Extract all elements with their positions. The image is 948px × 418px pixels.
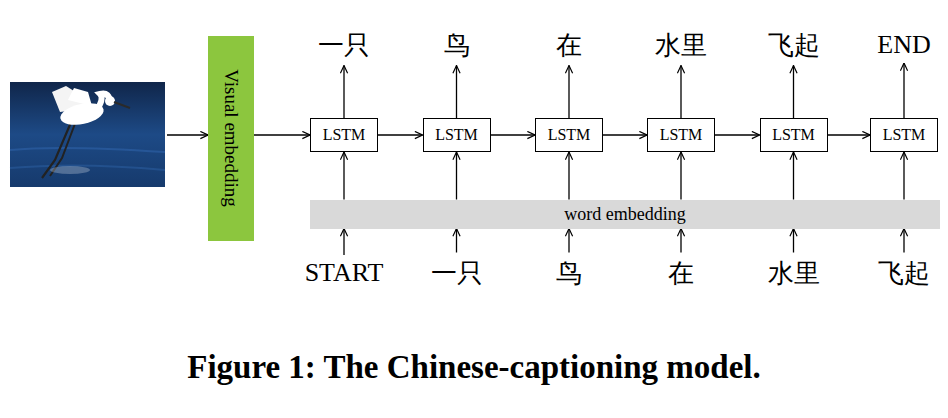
output-word: 在 bbox=[556, 28, 582, 63]
connector-arrow bbox=[715, 134, 760, 135]
output-word: 水里 bbox=[655, 28, 707, 63]
output-word: END bbox=[877, 30, 930, 60]
input-arrow bbox=[793, 229, 794, 253]
lstm-box: LSTM bbox=[760, 118, 828, 152]
box-label: word embedding bbox=[564, 204, 685, 225]
visual-embedding-box: Visual embedding bbox=[208, 36, 254, 241]
connector-arrow bbox=[680, 152, 681, 200]
input-word: 鸟 bbox=[556, 256, 582, 291]
output-arrow bbox=[903, 63, 904, 118]
output-word: 一只 bbox=[318, 28, 370, 63]
input-word: START bbox=[305, 258, 384, 288]
egret-photo bbox=[10, 82, 165, 187]
box-label: LSTM bbox=[883, 126, 926, 144]
lstm-box: LSTM bbox=[870, 118, 938, 152]
input-arrow bbox=[568, 229, 569, 253]
connector-arrow bbox=[568, 152, 569, 200]
output-arrow bbox=[568, 66, 569, 119]
connector-arrow bbox=[254, 134, 310, 135]
connector-arrow bbox=[793, 152, 794, 200]
output-arrow bbox=[793, 66, 794, 119]
egret-beak bbox=[114, 102, 130, 108]
output-arrow bbox=[343, 66, 344, 119]
box-label: LSTM bbox=[435, 126, 478, 144]
input-arrow bbox=[343, 229, 344, 256]
connector-arrow bbox=[603, 134, 647, 135]
connector-arrow bbox=[828, 134, 871, 135]
input-arrow bbox=[903, 229, 904, 253]
box-label: LSTM bbox=[548, 126, 591, 144]
connector-arrow bbox=[378, 134, 423, 135]
box-label: LSTM bbox=[772, 126, 815, 144]
box-title: Visual embedding bbox=[220, 69, 242, 207]
connector-arrow bbox=[343, 152, 344, 200]
lstm-box: LSTM bbox=[535, 118, 603, 152]
connector-arrow bbox=[491, 134, 536, 135]
box-label: LSTM bbox=[323, 126, 366, 144]
lstm-box: LSTM bbox=[310, 118, 378, 152]
egret-reflection bbox=[50, 166, 90, 174]
input-arrow bbox=[456, 229, 457, 253]
egret-head bbox=[105, 96, 115, 106]
input-arrow bbox=[680, 229, 681, 253]
figure-caption: Figure 1: The Chinese-captioning model. bbox=[187, 349, 761, 386]
input-word: 水里 bbox=[768, 256, 820, 291]
box-label: LSTM bbox=[660, 126, 703, 144]
input-word: 在 bbox=[668, 256, 694, 291]
lstm-box: LSTM bbox=[423, 118, 491, 152]
output-arrow bbox=[680, 66, 681, 119]
connector-arrow bbox=[903, 152, 904, 200]
word-embedding-band: word embedding bbox=[310, 200, 940, 229]
water-ripple bbox=[10, 148, 165, 152]
lstm-box: LSTM bbox=[647, 118, 715, 152]
connector-arrow bbox=[456, 152, 457, 200]
output-word: 飞起 bbox=[768, 28, 820, 63]
input-word: 飞起 bbox=[878, 256, 930, 291]
output-word: 鸟 bbox=[444, 28, 470, 63]
water-background bbox=[10, 82, 165, 187]
image-arrow bbox=[167, 134, 208, 135]
input-word: 一只 bbox=[431, 256, 483, 291]
output-arrow bbox=[456, 66, 457, 119]
